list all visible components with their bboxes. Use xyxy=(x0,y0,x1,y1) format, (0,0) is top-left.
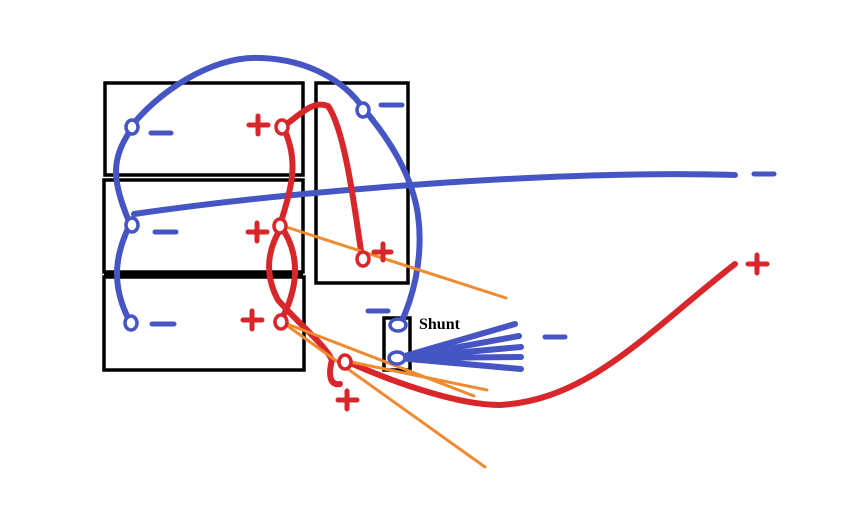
plus-sign-icon xyxy=(745,252,770,276)
negative-terminal xyxy=(355,101,371,119)
negative-shunt-fan-5 xyxy=(395,355,524,372)
negative-terminal xyxy=(124,216,140,234)
branch-wire-4 xyxy=(344,359,489,392)
battery-1 xyxy=(103,81,305,177)
negative-terminal xyxy=(388,317,408,333)
shunt-label: Shunt xyxy=(419,316,461,333)
positive-main-cable xyxy=(345,261,738,408)
positive-terminal xyxy=(272,217,288,235)
plus-sign-icon xyxy=(371,241,394,263)
positive-terminal xyxy=(274,118,290,136)
positive-jumper-wire xyxy=(281,101,365,261)
plus-sign-icon xyxy=(240,308,265,332)
negative-terminal xyxy=(123,314,139,332)
negative-terminal xyxy=(387,350,407,366)
positive-terminal xyxy=(337,353,353,371)
branch-wire-1 xyxy=(278,223,508,300)
branch-wire-2 xyxy=(280,320,476,398)
plus-sign-icon xyxy=(246,113,271,137)
plus-sign-icon xyxy=(335,388,360,412)
positive-terminal xyxy=(355,250,371,268)
positive-loop-wire xyxy=(266,223,343,388)
negative-main-cable xyxy=(131,171,738,217)
branch-wire-3 xyxy=(280,320,487,469)
positive-terminal xyxy=(273,313,289,331)
plus-sign-icon xyxy=(245,220,270,244)
negative-terminal xyxy=(124,118,140,136)
